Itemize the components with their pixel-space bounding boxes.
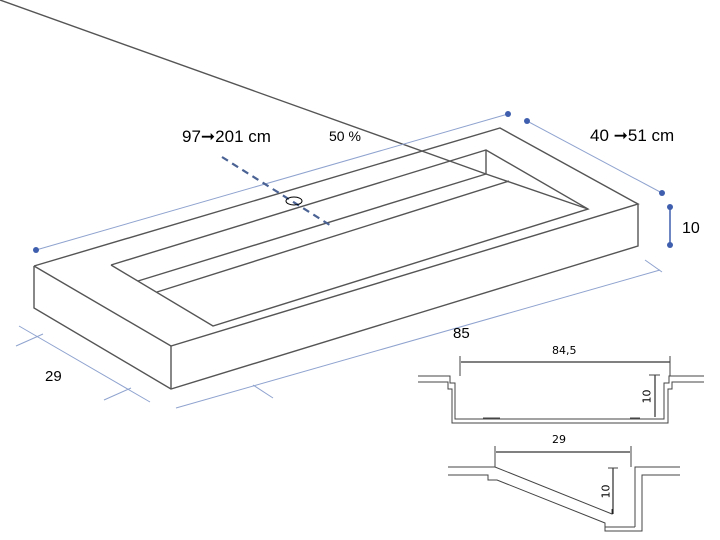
dimension-dots [33, 111, 673, 253]
basin-length-label: 85 [453, 325, 470, 342]
section-cross-depth: 10 [599, 484, 613, 499]
section-cross-width: 29 [552, 433, 566, 446]
section-cross [448, 446, 680, 532]
section-long-width: 84,5 [552, 344, 577, 357]
height-label: 10 [682, 220, 700, 237]
slope-percent-label: 50 % [329, 128, 361, 144]
width-range-label: 40 ➞51 cm [590, 126, 675, 145]
drain-icon [285, 196, 303, 206]
basin-width-label: 29 [45, 368, 62, 385]
length-range-label: 97➞201 cm [182, 127, 271, 146]
sink-outline [0, 0, 640, 390]
slope-axis-dashed [221, 156, 334, 228]
dimension-lines [15, 113, 663, 409]
section-long-depth: 10 [640, 389, 654, 404]
section-long [418, 356, 704, 424]
